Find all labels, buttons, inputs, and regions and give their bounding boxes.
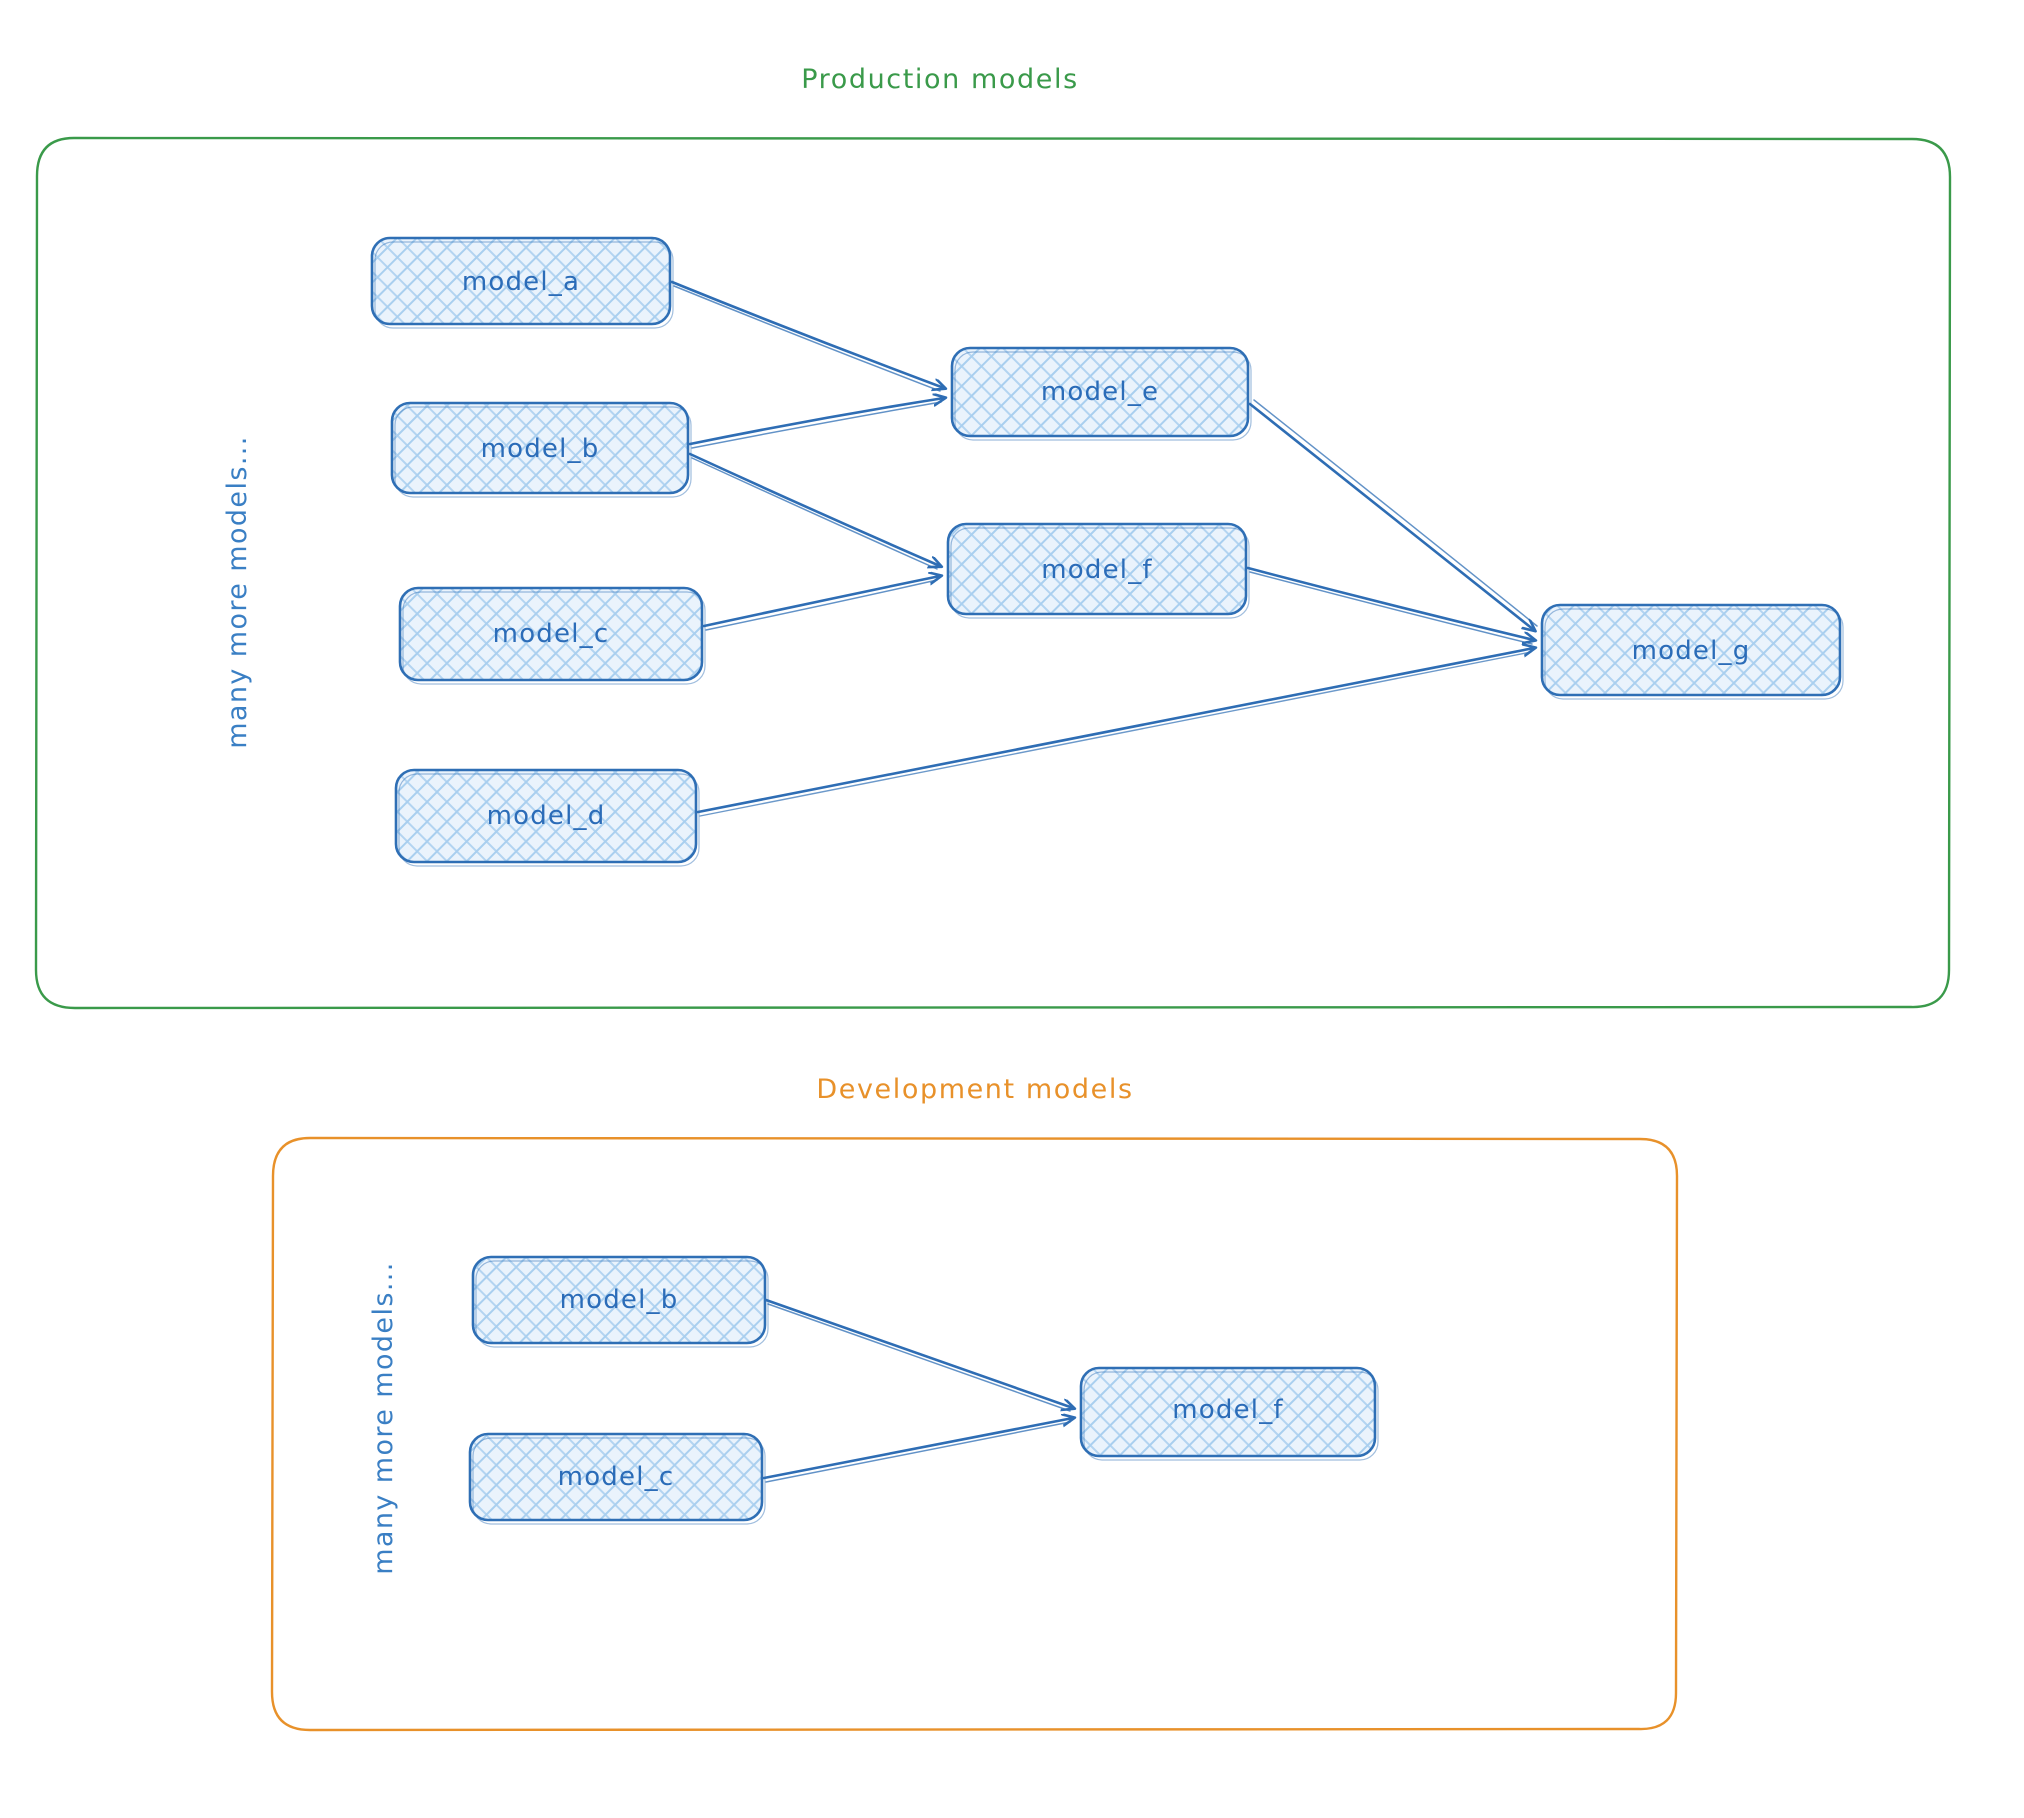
node-prod-model-d[interactable]: model_d	[394, 768, 700, 867]
node-label: model_d	[487, 801, 606, 831]
node-label: model_b	[560, 1285, 679, 1315]
development-group-title: Development models	[816, 1074, 1133, 1105]
group-production: Production models many more models...	[34, 64, 1952, 1010]
node-sketch-outline	[374, 241, 674, 329]
node-sketch-outline	[1083, 1371, 1379, 1461]
node-sketch-outline	[950, 527, 1250, 619]
node-label: model_g	[1632, 636, 1751, 666]
edge-dev-model-c-to-dev-model-f	[762, 1418, 1073, 1483]
node-prod-model-e[interactable]: model_e	[950, 346, 1252, 441]
edge-model-d-to-model-g	[696, 648, 1534, 817]
node-label: model_f	[1041, 555, 1153, 585]
node-outline	[468, 1432, 764, 1522]
node-dev-model-c[interactable]: model_c	[468, 1432, 766, 1525]
node-outline	[1540, 603, 1842, 697]
development-more-models-label: many more models...	[368, 1261, 399, 1575]
node-label: model_b	[481, 434, 600, 464]
node-sketch-outline	[402, 591, 706, 685]
production-more-models-label: many more models...	[222, 435, 253, 749]
edge-model-b-to-model-e	[688, 398, 944, 449]
node-sketch-outline	[954, 351, 1252, 441]
node-outline	[946, 522, 1248, 616]
node-prod-model-f[interactable]: model_f	[946, 522, 1250, 619]
node-sketch-outline	[398, 773, 700, 867]
node-label: model_c	[558, 1462, 675, 1492]
production-group-border	[34, 136, 1952, 1010]
node-prod-model-b[interactable]: model_b	[390, 401, 692, 498]
node-label: model_f	[1172, 1395, 1284, 1425]
edge-model-f-to-model-g	[1246, 566, 1534, 645]
node-sketch-outline	[472, 1437, 766, 1525]
node-outline	[394, 768, 698, 864]
node-sketch-outline	[394, 406, 692, 498]
node-outline	[398, 586, 704, 682]
node-dev-model-f[interactable]: model_f	[1079, 1366, 1379, 1461]
node-label: model_e	[1041, 377, 1159, 407]
node-prod-model-a[interactable]: model_a	[370, 236, 674, 329]
node-sketch-outline	[1544, 608, 1844, 700]
node-outline	[950, 346, 1250, 438]
edges-layer	[670, 280, 1538, 1483]
edge-dev-model-b-to-dev-model-f	[764, 1298, 1073, 1412]
node-outline	[370, 236, 672, 326]
node-sketch-outline	[475, 1260, 769, 1348]
node-prod-model-c[interactable]: model_c	[398, 586, 706, 685]
node-dev-model-b[interactable]: model_b	[471, 1255, 769, 1348]
node-outline	[471, 1255, 767, 1345]
node-prod-model-g[interactable]: model_g	[1540, 603, 1844, 700]
node-label: model_a	[462, 267, 580, 297]
edge-model-a-to-model-e	[670, 280, 944, 392]
node-label: model_c	[493, 619, 610, 649]
group-development: Development models many more models...	[270, 1074, 1679, 1732]
edge-model-b-to-model-f	[688, 452, 940, 570]
edge-model-c-to-model-f	[702, 576, 940, 631]
node-outline	[1079, 1366, 1377, 1458]
development-group-border	[270, 1136, 1679, 1732]
nodes-layer: model_a model_b model_c model_d	[370, 236, 1844, 1525]
production-group-title: Production models	[801, 64, 1079, 95]
node-outline	[390, 401, 690, 495]
edge-model-e-to-model-g	[1248, 399, 1538, 630]
